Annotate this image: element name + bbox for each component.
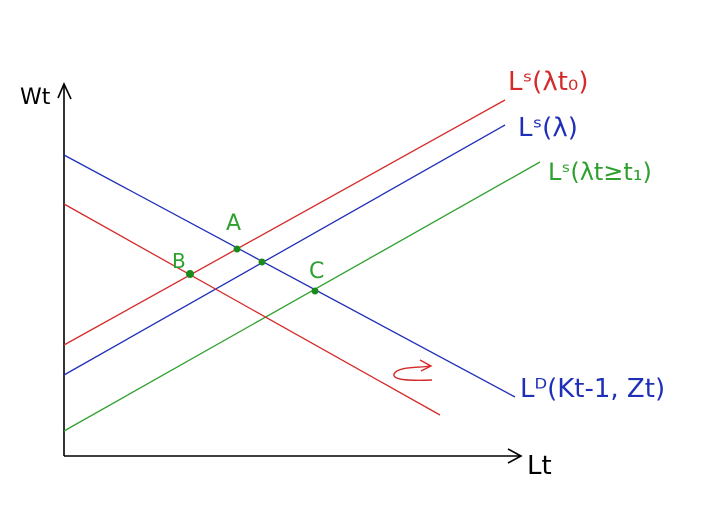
label-ls-lambda-t0: Lˢ(λt₀) — [508, 67, 588, 97]
supply-curves — [63, 99, 541, 432]
curved-arrow-icon — [393, 359, 433, 382]
label-ld-kt-zt: Lᴰ(Kt-1, Zt) — [520, 374, 665, 404]
curve-labels: Lˢ(λt₀) Lˢ(λ) Lˢ(λt≥t₁) Lᴰ(Kt-1, Zt) — [508, 67, 665, 404]
equilibrium-points: A B C — [172, 211, 324, 295]
labor-supply-curve-lambda-t0 — [63, 99, 506, 346]
point-b-label: B — [172, 249, 186, 273]
point-c-marker — [311, 287, 319, 295]
point-b-marker — [186, 270, 194, 278]
demand-curves — [63, 154, 516, 416]
point-mid-marker — [258, 258, 266, 266]
labor-supply-curve-lambda-t-ge-t1 — [63, 161, 541, 432]
labor-supply-curve-lambda — [63, 124, 506, 376]
point-c-label: C — [309, 259, 324, 284]
point-a-marker — [233, 245, 241, 253]
point-a-label: A — [226, 211, 241, 236]
labor-demand-curve-red — [63, 203, 441, 416]
y-axis-label: Wt — [20, 85, 51, 110]
x-axis-arrowhead-icon — [507, 448, 523, 464]
labor-demand-curve-blue — [63, 154, 516, 398]
label-ls-lambda-t-ge-t1: Lˢ(λt≥t₁) — [548, 158, 652, 186]
axes: Wt Lt — [20, 82, 552, 481]
x-axis-label: Lt — [527, 451, 552, 481]
y-axis-arrowhead-icon — [57, 82, 72, 100]
label-ls-lambda: Lˢ(λ) — [518, 113, 578, 143]
